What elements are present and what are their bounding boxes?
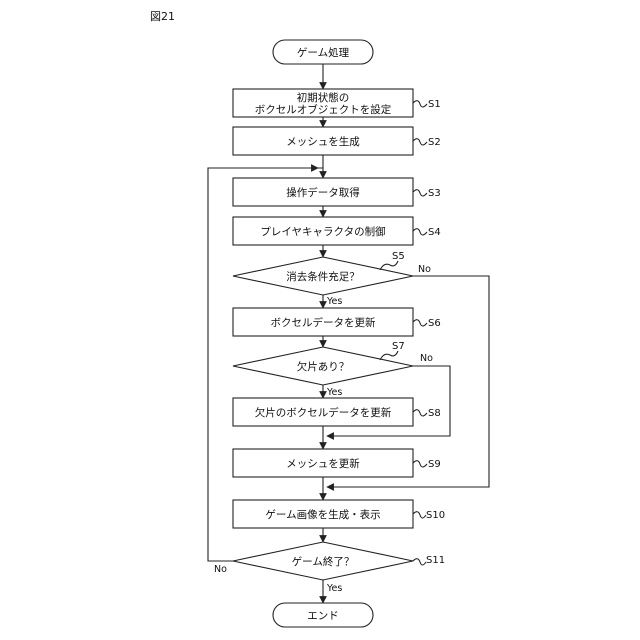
s11-label: ゲーム終了？: [292, 555, 355, 568]
s8-label: 欠片のボクセルデータを更新: [255, 406, 392, 419]
s2-label: メッシュを生成: [286, 135, 360, 148]
s7-no-label: No: [420, 353, 433, 364]
s11-leader: [413, 559, 426, 565]
figure-label: 図21: [150, 10, 175, 23]
s2-leader: [413, 139, 427, 145]
s10-leader: [413, 512, 426, 518]
s4-step-id: S4: [428, 227, 441, 238]
s7-label: 欠片あり？: [297, 360, 350, 373]
s7-step-id: S7: [392, 341, 405, 352]
s11-yes-label: Yes: [326, 583, 342, 594]
s4-label: プレイヤキャラクタの制御: [260, 225, 385, 238]
s5-yes-label: Yes: [326, 296, 342, 307]
s6-leader: [413, 320, 427, 326]
end-label: エンド: [307, 610, 339, 622]
s9-step-id: S9: [428, 459, 441, 470]
s9-label: メッシュを更新: [286, 457, 360, 470]
start-label: ゲーム処理: [297, 46, 350, 59]
s7-leader: [380, 351, 398, 360]
s11-step-id: S11: [426, 555, 445, 566]
s10-label: ゲーム画像を生成・表示: [265, 508, 380, 521]
s1-leader: [413, 101, 427, 107]
s3-label: 操作データ取得: [286, 186, 360, 199]
s2-step-id: S2: [428, 137, 441, 148]
s10-step-id: S10: [426, 510, 445, 521]
s5-leader: [380, 261, 398, 270]
s11-no-label: No: [214, 564, 227, 575]
s1-step-id: S1: [428, 99, 441, 110]
s1-label-line2: ボクセルオブジェクトを設定: [255, 103, 392, 116]
s8-leader: [413, 410, 427, 416]
s1-label-line1: 初期状態の: [297, 91, 350, 104]
s5-no-label: No: [418, 264, 431, 275]
s3-step-id: S3: [428, 188, 441, 199]
s5-label: 消去条件充足？: [286, 270, 360, 283]
s9-leader: [413, 461, 427, 467]
s3-leader: [413, 190, 427, 196]
s7-yes-label: Yes: [326, 387, 342, 398]
s6-step-id: S6: [428, 318, 441, 329]
s5-step-id: S5: [392, 251, 405, 262]
s4-leader: [413, 229, 427, 235]
s6-label: ボクセルデータを更新: [271, 316, 376, 329]
s8-step-id: S8: [428, 408, 441, 419]
